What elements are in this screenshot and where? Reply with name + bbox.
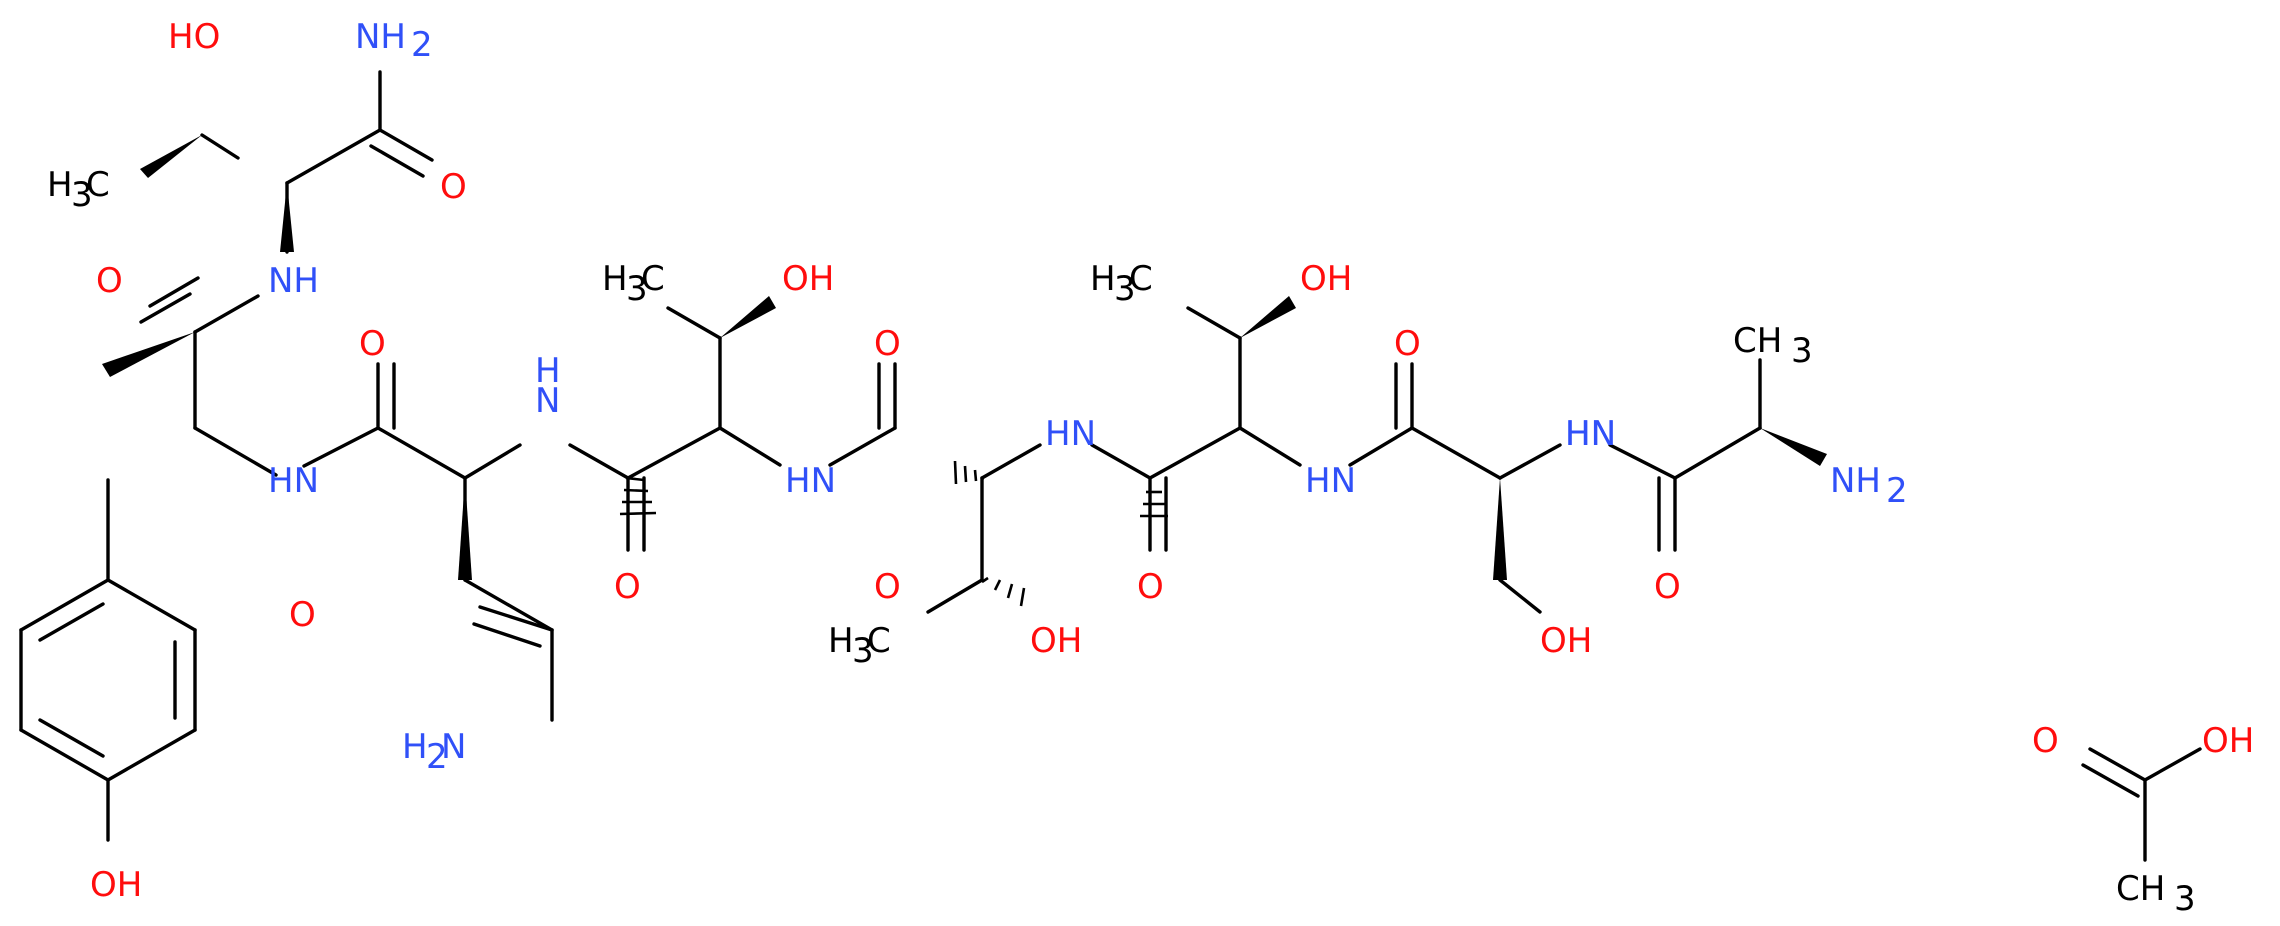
subscript-label: 3	[626, 269, 648, 309]
hydroxyl-label: OH	[782, 259, 834, 299]
hydroxyl-label: OH	[1540, 621, 1592, 661]
methyl-label: H	[1090, 259, 1116, 299]
amide-h-label: H	[535, 351, 561, 391]
subscript-label: 3	[1791, 331, 1813, 371]
hydroxyl-label: HO	[168, 17, 220, 57]
hydroxyl-label: OH	[1300, 259, 1352, 299]
methyl-carbon-label: C	[1129, 259, 1153, 299]
methyl-label: H	[47, 165, 73, 205]
hydroxyl-label: OH	[1030, 621, 1082, 661]
oxygen-label: O	[1137, 567, 1164, 607]
oxygen-label: O	[874, 324, 901, 364]
subscript-label: 2	[1886, 471, 1908, 511]
subscript-label: 3	[1114, 269, 1136, 309]
oxygen-label: O	[614, 567, 641, 607]
oxygen-label: O	[2032, 721, 2059, 761]
methyl-carbon-label: C	[641, 259, 665, 299]
amine-label: NH	[1830, 461, 1881, 501]
amide-nh-label: HN	[785, 461, 836, 501]
stereo-wedges	[102, 135, 1827, 580]
amide-hn-label: HN	[268, 461, 319, 501]
oxygen-label: O	[874, 567, 901, 607]
subscript-label: 3	[2174, 879, 2196, 919]
amine-n-label: N	[441, 727, 466, 767]
methyl-carbon-label: C	[86, 165, 110, 205]
methyl-label: CH	[1733, 321, 1782, 361]
oxygen-label: O	[96, 261, 123, 301]
amine-label: H	[402, 727, 428, 767]
oxygen-label: O	[289, 595, 316, 635]
amide-nh-label: HN	[1045, 414, 1096, 454]
oxygen-label: O	[1654, 567, 1681, 607]
subscript-label: 3	[852, 631, 874, 671]
methyl-carbon-label: C	[867, 621, 891, 661]
oxygen-label: O	[359, 324, 386, 364]
amide-nh-label: HN	[1305, 461, 1356, 501]
subscript-label: 2	[426, 737, 448, 777]
amide-nh-label: HN	[1565, 414, 1616, 454]
hydroxyl-label: OH	[2202, 721, 2254, 761]
amide-nh-label: NH	[268, 261, 319, 301]
oxygen-label: O	[1394, 324, 1421, 364]
oxygen-label: O	[440, 167, 467, 207]
subscript-label: 3	[71, 175, 93, 215]
stereo-hashes	[619, 460, 1168, 607]
amine-label: NH	[355, 17, 406, 57]
methyl-label: H	[602, 259, 628, 299]
subscript-label: 2	[411, 25, 433, 65]
methyl-label: CH	[2116, 869, 2165, 909]
hydroxyl-label: OH	[90, 865, 142, 905]
amide-n-label: N	[535, 381, 560, 421]
amide-nh-label: HN	[1565, 414, 1616, 454]
methyl-label: H	[828, 621, 854, 661]
atom-labels: HO NH 2 O H 3 C O NH O N H HN O H 3 C OH…	[47, 17, 2254, 919]
